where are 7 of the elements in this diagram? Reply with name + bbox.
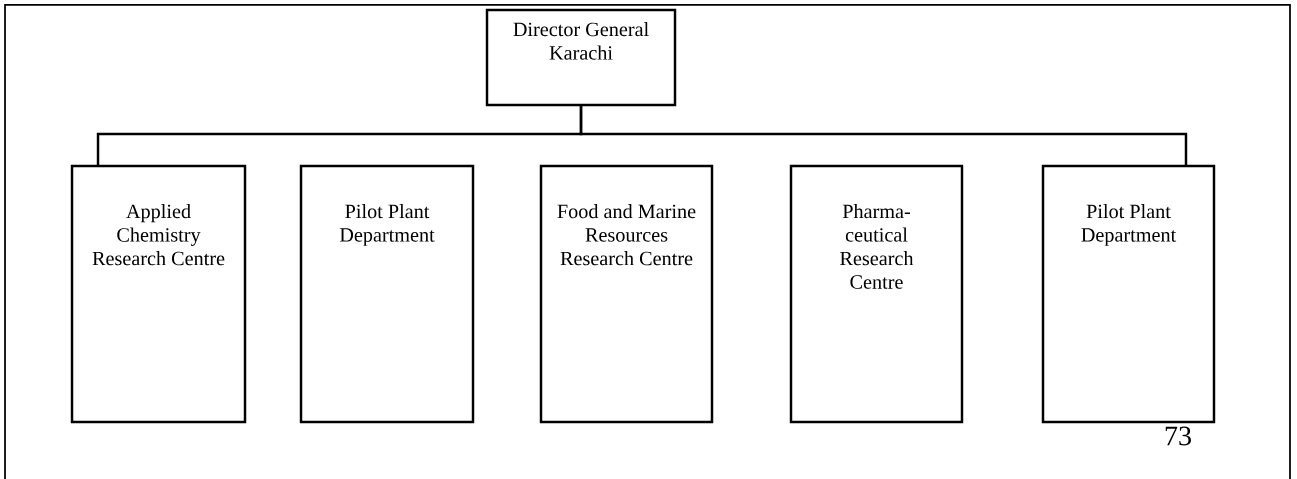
org-box: Pharma- ceutical Research Centre bbox=[789, 164, 964, 424]
org-box: Director General Karachi bbox=[485, 8, 677, 107]
connector-line bbox=[579, 105, 1188, 166]
org-box: Pilot Plant Department bbox=[299, 164, 475, 424]
org-box: Food and Marine Resources Research Centre bbox=[539, 164, 714, 424]
org-box: Pilot Plant Department bbox=[1041, 164, 1216, 424]
org-box: Applied Chemistry Research Centre bbox=[70, 164, 247, 424]
